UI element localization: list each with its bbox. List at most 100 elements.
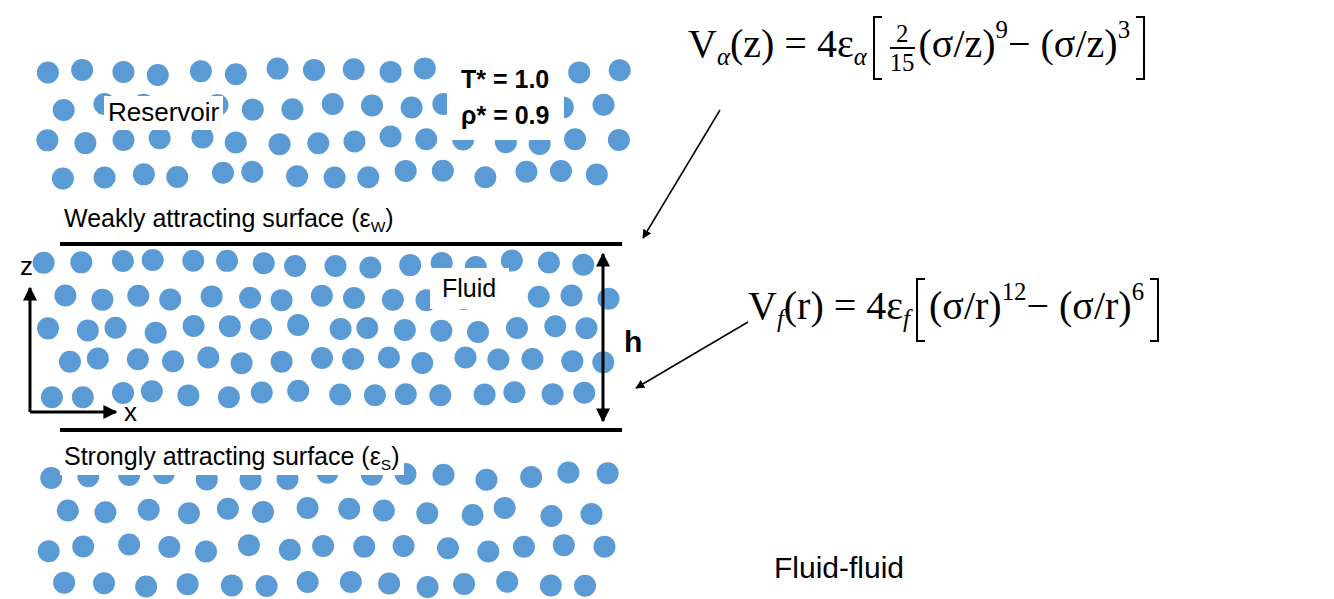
label-text: − (σ/r) [1026,283,1131,328]
equation-part: 3 [1118,14,1130,70]
particle [550,160,572,182]
particle [538,251,560,273]
node-text: ρ* = 0.9 [461,97,550,133]
particle [112,61,134,83]
particle [361,94,383,116]
particle [239,287,261,309]
equation-part: f [903,280,910,335]
surface-label: Weakly attracting surface (εW) [60,202,398,237]
particle [364,384,386,406]
particle [94,167,116,189]
particle [586,164,608,186]
particle [127,348,149,370]
particle [496,571,518,593]
particle [528,286,550,308]
equation-part: (z) = 4ε [730,18,854,70]
particle [324,167,346,189]
label-text: x [124,397,137,427]
particle [195,541,217,563]
h-arrow [602,254,605,421]
particle [269,133,291,155]
region-label: Reservoir [104,96,223,130]
equation-part: Strongly attracting surface (ε [64,440,381,473]
subscript: α [717,43,730,70]
particle [87,348,109,370]
particle [218,386,240,408]
particle [411,352,433,374]
particle [221,574,243,596]
particle [380,61,402,83]
particle [557,461,579,483]
particle [113,129,135,151]
particle [513,536,535,558]
label-text: ) [391,442,399,470]
denominator: 15 [890,49,915,76]
particle [430,320,452,342]
particle [540,505,562,527]
particle [142,249,164,271]
particle [74,132,96,154]
particle [357,166,379,188]
particle [401,96,423,118]
label-text: (z) = 4ε [730,21,854,66]
particle [564,128,586,150]
particle [271,351,293,373]
particle [70,251,92,273]
particle [609,59,631,81]
particle [503,381,525,403]
particle [33,252,55,274]
particle [343,58,365,80]
node-text: T* = 1.0 [461,61,550,97]
particle [201,285,223,307]
equation-part: h [624,322,642,361]
particle [159,289,181,311]
particle [542,383,564,405]
particle [575,317,597,339]
equation-part: V [748,280,777,332]
particle [325,255,347,277]
particle [574,575,596,597]
equation-part: ) [391,440,399,473]
particle [455,346,477,368]
particle [303,59,325,81]
particle [287,380,309,402]
caption-label: Fluid-fluid [774,548,904,587]
particle [598,288,620,310]
particle [162,350,184,372]
particle [197,346,219,368]
right-bracket [1136,16,1145,80]
particle [568,61,590,83]
x-axis [30,411,116,414]
particle [399,254,421,276]
particle [437,537,459,559]
particle [250,318,272,340]
particle [597,462,619,484]
particle [41,386,63,408]
particle [474,383,496,405]
particle [573,382,595,404]
particle [322,93,344,115]
particle [127,285,149,307]
particle [429,384,451,406]
particle [561,350,583,372]
particle [238,534,260,556]
label-text: (σ/z) [919,21,996,66]
equation-part: S [381,440,391,475]
particle [52,168,74,190]
equation-part: 12 [1002,276,1027,332]
equation-part: (r) = 4ε [784,280,903,332]
equation-part: x [124,396,137,430]
particle [553,534,575,556]
particle [572,254,594,276]
equation-part: α [717,18,730,73]
particle [271,289,293,311]
particle [393,535,415,557]
label-text: V [688,21,717,66]
particle [477,541,499,563]
particle [217,498,239,520]
particle [147,64,169,86]
particle [359,256,381,278]
equation-part: W [371,202,386,237]
particle [118,534,140,556]
particle [415,128,437,150]
